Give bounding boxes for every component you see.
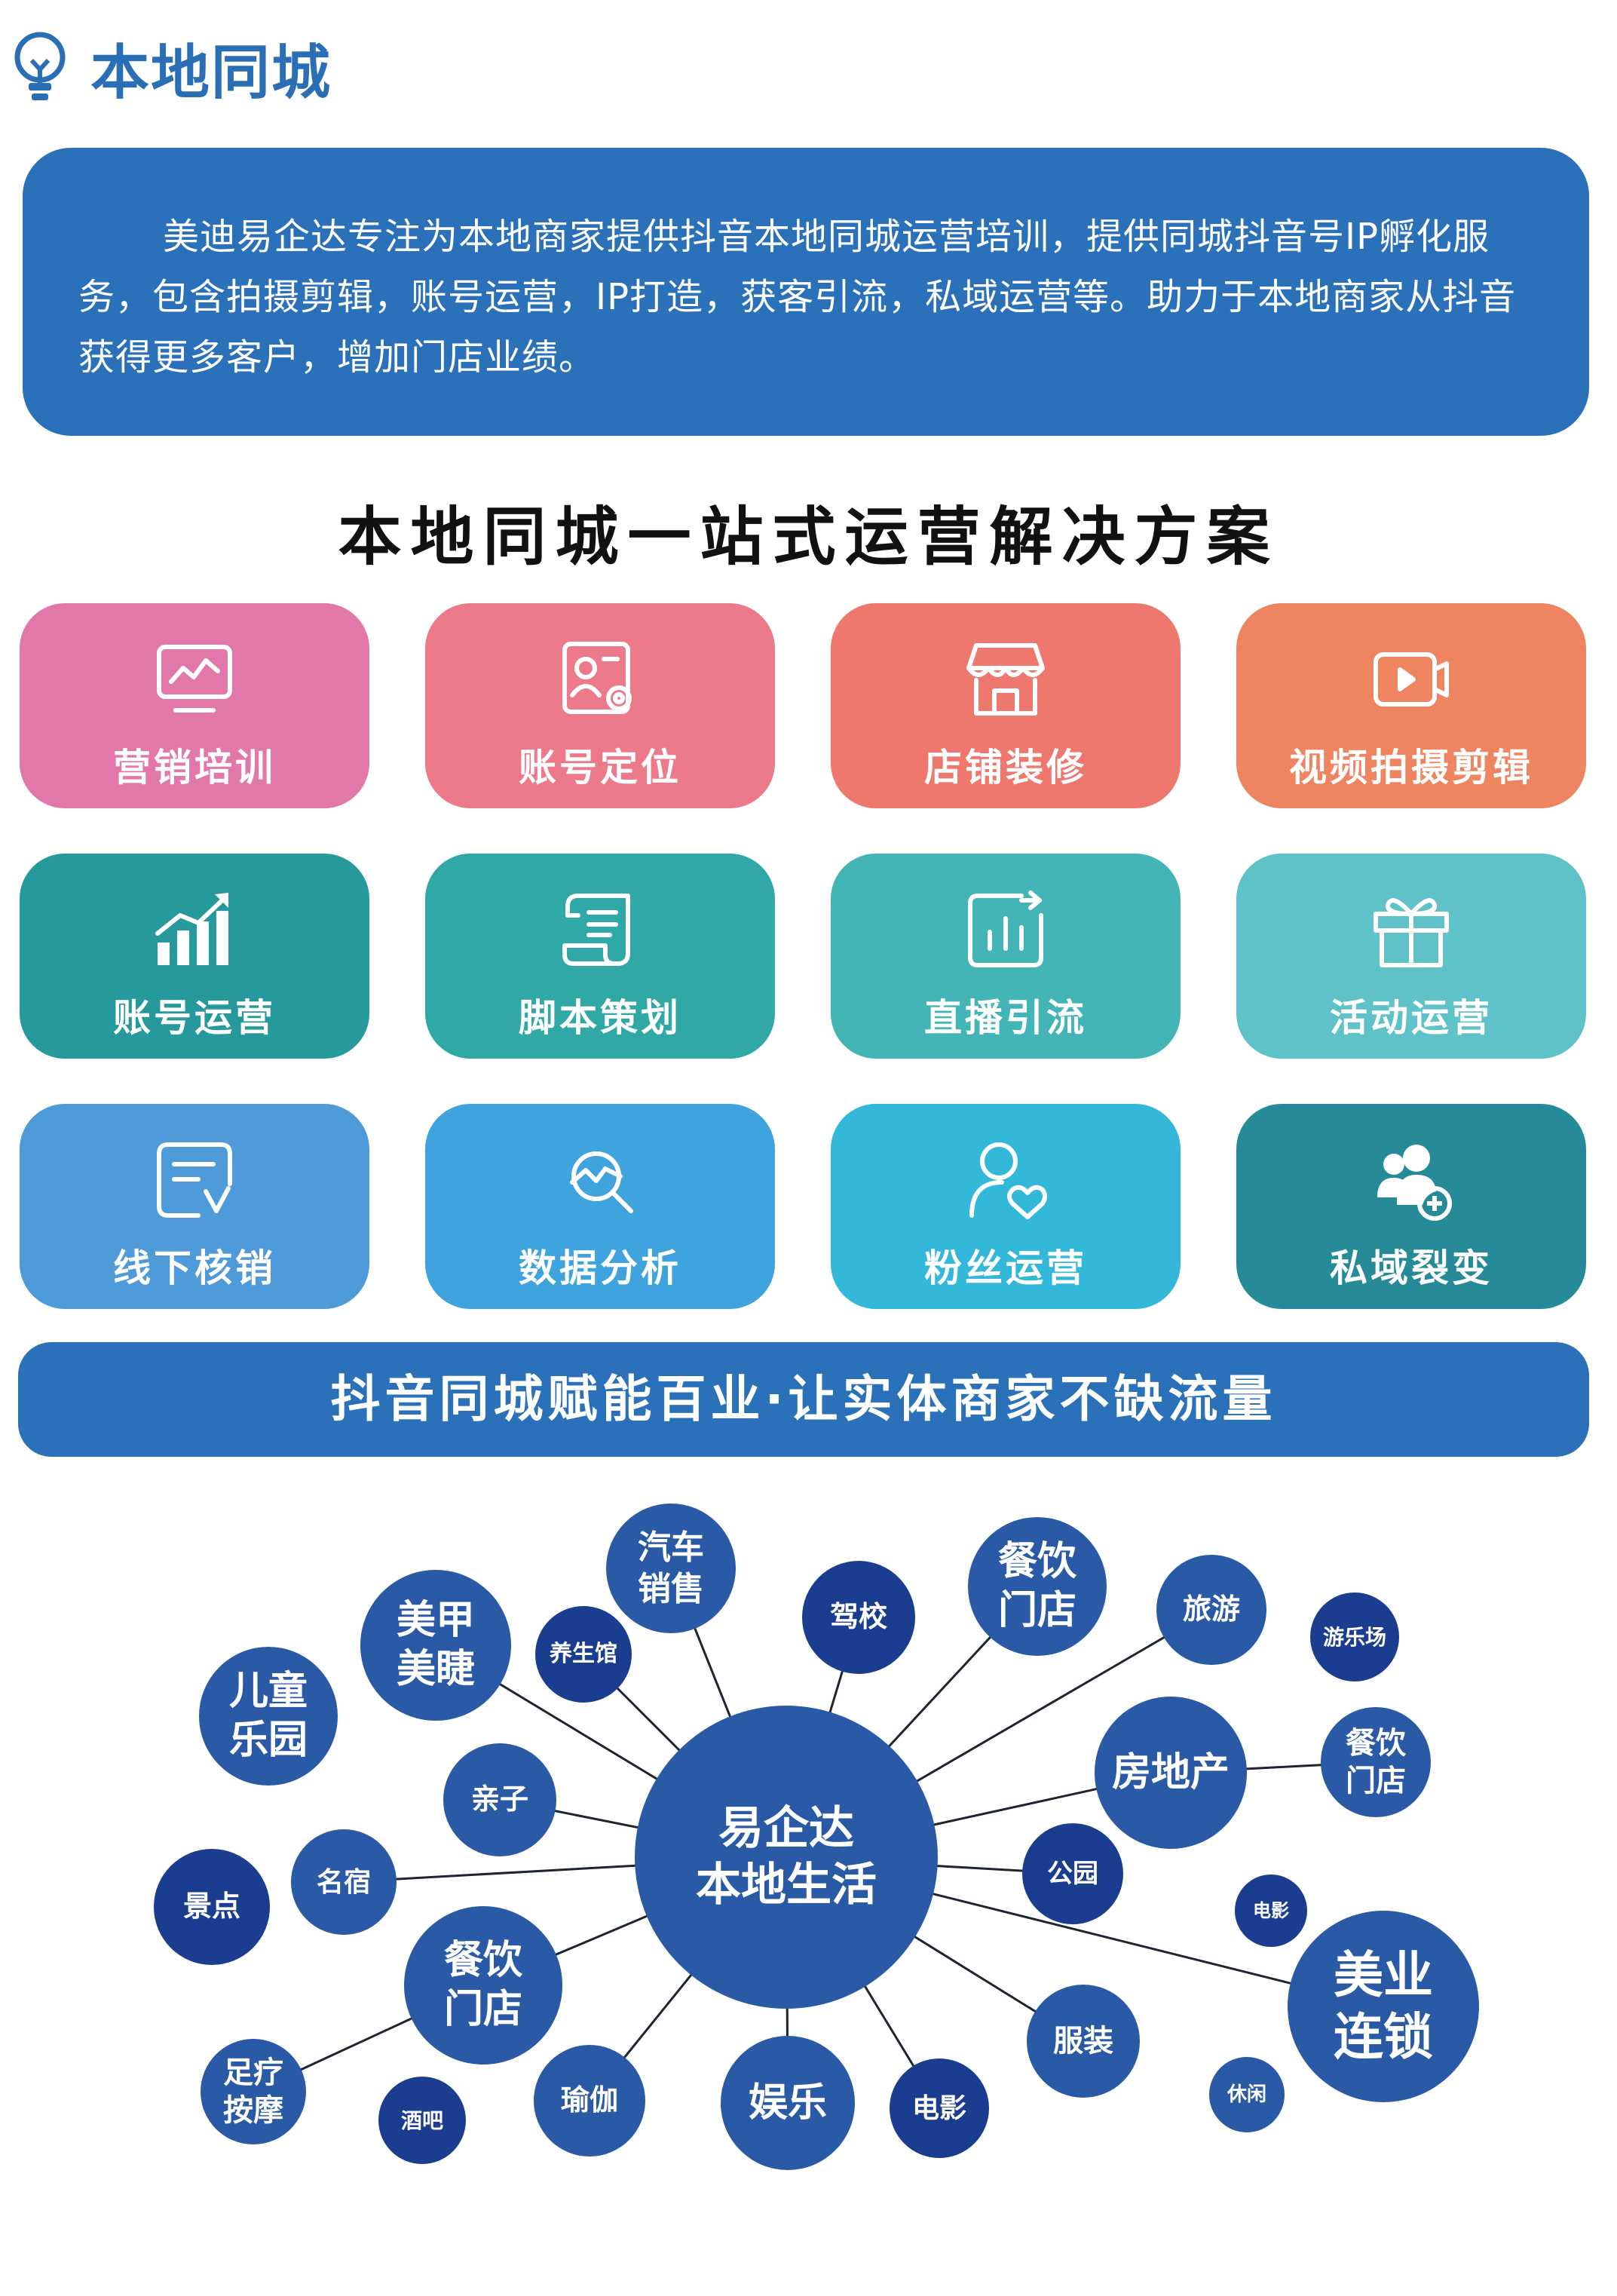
network-node: 餐饮 门店 bbox=[404, 1906, 562, 2065]
tile-script-planning[interactable]: 脚本策划 bbox=[425, 854, 775, 1059]
tile-data-analysis[interactable]: 数据分析 bbox=[425, 1104, 775, 1309]
network-node: 瑜伽 bbox=[534, 2045, 645, 2157]
tile-label: 营销培训 bbox=[113, 746, 276, 789]
network-node: 驾校 bbox=[802, 1561, 915, 1674]
network-node: 电影 bbox=[1235, 1875, 1307, 1947]
tile-label: 视频拍摄剪辑 bbox=[1289, 746, 1533, 789]
tile-label: 店铺装修 bbox=[924, 746, 1087, 789]
tile-marketing-training[interactable]: 营销培训 bbox=[20, 603, 369, 808]
tile-account-operation[interactable]: 账号运营 bbox=[20, 854, 369, 1059]
network-node: 美业 连锁 bbox=[1288, 1911, 1479, 2102]
network-node: 养生馆 bbox=[535, 1606, 632, 1703]
network-node: 休闲 bbox=[1209, 2057, 1285, 2132]
tile-label: 私域裂变 bbox=[1330, 1246, 1493, 1290]
tile-fan-operation[interactable]: 粉丝运营 bbox=[831, 1104, 1181, 1309]
tile-label: 脚本策划 bbox=[519, 996, 681, 1040]
lightbulb-icon bbox=[14, 32, 66, 100]
tile-account-positioning[interactable]: 账号定位 bbox=[425, 603, 775, 808]
tile-label: 直播引流 bbox=[924, 996, 1087, 1040]
network-node: 酒吧 bbox=[378, 2077, 466, 2164]
network-node: 儿童 乐园 bbox=[199, 1647, 338, 1786]
tile-label: 账号定位 bbox=[519, 746, 681, 789]
tile-private-domain-fission[interactable]: 私域裂变 bbox=[1236, 1104, 1586, 1309]
analytics-magnifier-icon bbox=[570, 1151, 633, 1213]
checklist-icon bbox=[157, 1142, 232, 1218]
page-title: 本地同城 bbox=[90, 39, 332, 107]
video-camera-icon bbox=[1374, 652, 1449, 707]
intro-panel: 美迪易企达专注为本地商家提供抖音本地同城运营培训，提供同城抖音号IP孵化服务，包… bbox=[23, 148, 1589, 436]
tile-event-operation[interactable]: 活动运营 bbox=[1236, 854, 1586, 1059]
network-node: 足疗 按摩 bbox=[201, 2039, 306, 2144]
network-node: 电影 bbox=[890, 2058, 989, 2158]
slogan-banner: 抖音同城赋能百业·让实体商家不缺流量 bbox=[18, 1342, 1589, 1457]
network-node: 旅游 bbox=[1156, 1555, 1266, 1665]
group-add-icon bbox=[1377, 1145, 1452, 1221]
network-node: 餐饮 门店 bbox=[968, 1517, 1107, 1656]
network-node: 名宿 bbox=[291, 1829, 397, 1935]
intro-text: 美迪易企达专注为本地商家提供抖音本地同城运营培训，提供同城抖音号IP孵化服务，包… bbox=[78, 216, 1517, 379]
tile-live-traffic[interactable]: 直播引流 bbox=[831, 854, 1181, 1059]
gift-icon bbox=[1374, 898, 1449, 967]
tile-label: 粉丝运营 bbox=[924, 1246, 1087, 1290]
network-node: 服装 bbox=[1027, 1985, 1140, 2098]
network-node: 游乐场 bbox=[1310, 1592, 1399, 1681]
tile-video-editing[interactable]: 视频拍摄剪辑 bbox=[1236, 603, 1586, 808]
tile-offline-verification[interactable]: 线下核销 bbox=[20, 1104, 369, 1309]
center-node: 易企达 本地生活 bbox=[635, 1706, 938, 2009]
monitor-chart-icon bbox=[157, 645, 232, 713]
header: 本地同城 bbox=[11, 23, 332, 113]
user-heart-icon bbox=[969, 1142, 1047, 1219]
network-node: 美甲 美睫 bbox=[360, 1570, 511, 1721]
scroll-icon bbox=[562, 894, 630, 966]
tile-label: 线下核销 bbox=[113, 1246, 276, 1290]
solutions-title: 本地同城一站式运营解决方案 bbox=[338, 500, 1279, 574]
tile-label: 账号运营 bbox=[113, 996, 276, 1040]
network-node: 景点 bbox=[154, 1849, 270, 1965]
tile-label: 数据分析 bbox=[519, 1246, 681, 1290]
storefront-icon bbox=[966, 643, 1045, 716]
network-node: 娱乐 bbox=[721, 2036, 855, 2170]
profile-gear-icon bbox=[562, 642, 632, 714]
network-node: 亲子 bbox=[443, 1743, 556, 1856]
network-node: 汽车 销售 bbox=[606, 1504, 736, 1633]
network-node: 公园 bbox=[1022, 1823, 1123, 1924]
growth-bars-icon bbox=[155, 893, 228, 965]
tile-store-decoration[interactable]: 店铺装修 bbox=[831, 603, 1181, 808]
live-stats-icon bbox=[968, 891, 1043, 967]
network-node: 餐饮 门店 bbox=[1321, 1707, 1431, 1817]
tile-label: 活动运营 bbox=[1330, 996, 1493, 1040]
network-node: 房地产 bbox=[1095, 1697, 1247, 1849]
